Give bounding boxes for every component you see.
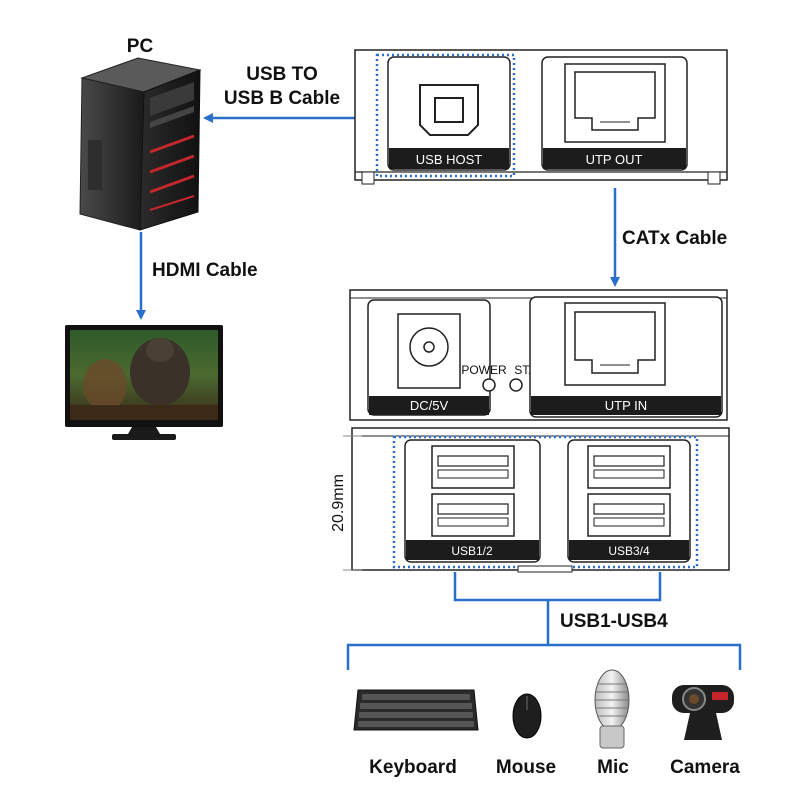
rj45-port-icon (564, 63, 666, 143)
usb-host-label: USB HOST (416, 152, 483, 167)
mic-label: Mic (597, 757, 629, 778)
usb12-label: USB1/2 (451, 544, 493, 558)
usb-a-dual-port-icon (431, 445, 515, 537)
monitor-icon (65, 325, 223, 440)
rj45-port-icon (564, 302, 666, 386)
mouse-icon (512, 693, 542, 739)
microphone-icon (594, 669, 630, 749)
transmitter-unit: USB HOST UTP OUT (354, 49, 728, 185)
usb-host-highlight (375, 53, 516, 178)
mouse-label: Mouse (496, 757, 556, 778)
utp-out-label: UTP OUT (586, 152, 643, 167)
keyboard-label: Keyboard (369, 757, 457, 778)
pc-label: PC (127, 36, 154, 57)
power-led-icon (482, 378, 496, 392)
dimension-label: 20.9mm (330, 474, 347, 532)
usb-a-dual-port-icon (587, 445, 671, 537)
power-led-label: POWER (461, 363, 507, 377)
usb-bracket-lines (346, 572, 742, 670)
usb-group-label: USB1-USB4 (560, 611, 668, 632)
status-led-icon (509, 378, 523, 392)
receiver-unit: DC/5V POWER STATUS UTP IN (349, 289, 728, 421)
webcam-icon (672, 685, 734, 740)
dc-jack-icon (397, 313, 461, 389)
usb-b-port-icon (419, 84, 479, 136)
pc-tower-icon (79, 57, 202, 231)
keyboard-icon (353, 689, 479, 731)
receiver-usb-panel: 20.9mm USB1/2 USB3/4 (330, 427, 730, 573)
hdmi-cable-label: HDMI Cable (152, 260, 258, 281)
usb-ports-highlight (392, 435, 699, 569)
catx-cable-label: CATx Cable (622, 228, 727, 249)
usb34-label: USB3/4 (608, 544, 650, 558)
usb-cable-label-line1: USB TO (246, 64, 317, 85)
utp-in-label: UTP IN (605, 398, 647, 413)
usb-cable-label-line2: USB B Cable (224, 88, 340, 109)
camera-label: Camera (670, 757, 740, 778)
dc-label: DC/5V (410, 398, 449, 413)
